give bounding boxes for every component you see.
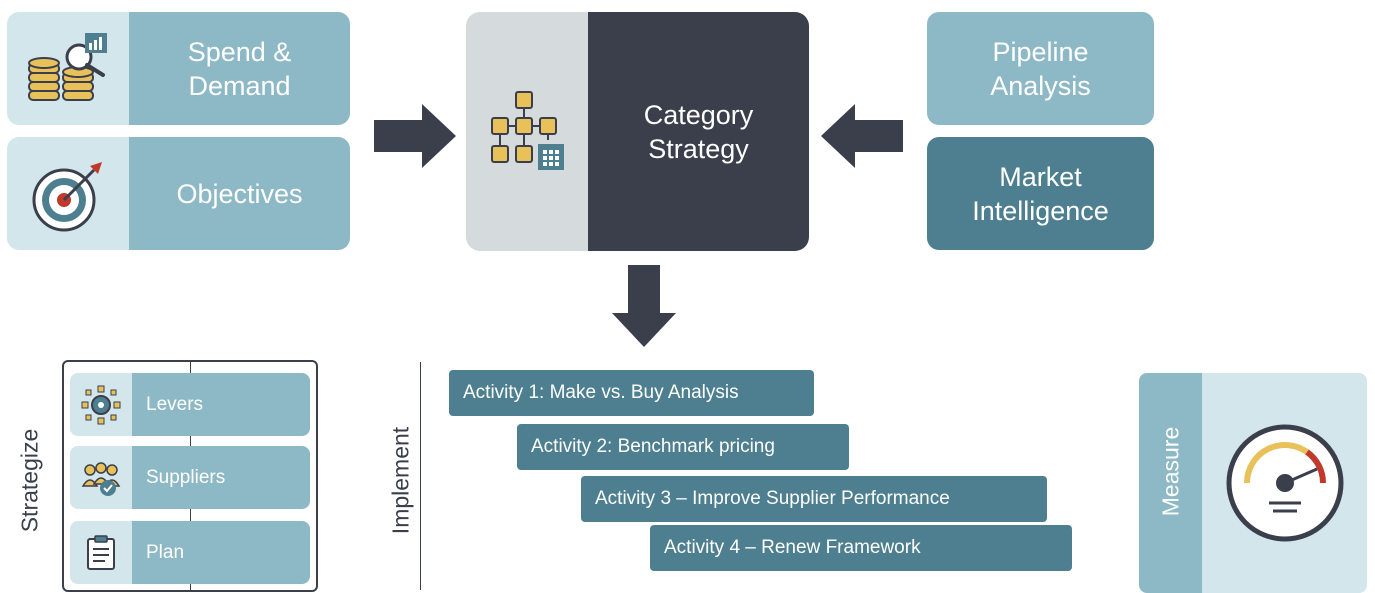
- arrow-left-icon: [821, 104, 903, 168]
- market-intelligence-label: Market Intelligence: [972, 161, 1109, 226]
- org-chart-icon: [466, 12, 588, 251]
- strategize-item-label: Levers: [132, 373, 310, 436]
- arrow-down-icon: [612, 265, 676, 347]
- target-icon: [7, 137, 129, 250]
- objectives-label: Objectives: [129, 137, 350, 250]
- activity-bar: Activity 1: Make vs. Buy Analysis: [449, 370, 814, 416]
- coins-chart-icon: [7, 12, 129, 125]
- gauge-icon: [1202, 373, 1367, 593]
- strategize-item-label: Suppliers: [132, 446, 310, 509]
- activity-bar: Activity 3 – Improve Supplier Performanc…: [581, 476, 1047, 522]
- clipboard-icon: [70, 521, 132, 584]
- strategize-item-levers: Levers: [70, 373, 310, 436]
- strategize-title: Strategize: [16, 428, 43, 533]
- activity-bar: Activity 4 – Renew Framework: [650, 525, 1072, 571]
- people-check-icon: [70, 446, 132, 509]
- implement-title: Implement: [387, 426, 414, 535]
- objectives-card: Objectives: [7, 137, 350, 250]
- strategize-item-label: Plan: [132, 521, 310, 584]
- measure-title: Measure: [1157, 426, 1184, 517]
- pipeline-analysis-label: Pipeline Analysis: [990, 36, 1091, 101]
- category-strategy-card: Category Strategy: [466, 12, 809, 251]
- measure-strip: Measure: [1139, 373, 1202, 593]
- spend-demand-label: Spend & Demand: [129, 12, 350, 125]
- activity-bar: Activity 2: Benchmark pricing: [517, 424, 849, 470]
- gear-network-icon: [70, 373, 132, 436]
- implement-divider: [420, 362, 421, 590]
- pipeline-analysis-card: Pipeline Analysis: [927, 12, 1154, 125]
- market-intelligence-card: Market Intelligence: [927, 137, 1154, 250]
- measure-card: Measure: [1139, 373, 1367, 593]
- strategize-item-plan: Plan: [70, 521, 310, 584]
- strategize-item-suppliers: Suppliers: [70, 446, 310, 509]
- category-strategy-label: Category Strategy: [588, 12, 809, 251]
- spend-demand-card: Spend & Demand: [7, 12, 350, 125]
- arrow-right-icon: [374, 104, 456, 168]
